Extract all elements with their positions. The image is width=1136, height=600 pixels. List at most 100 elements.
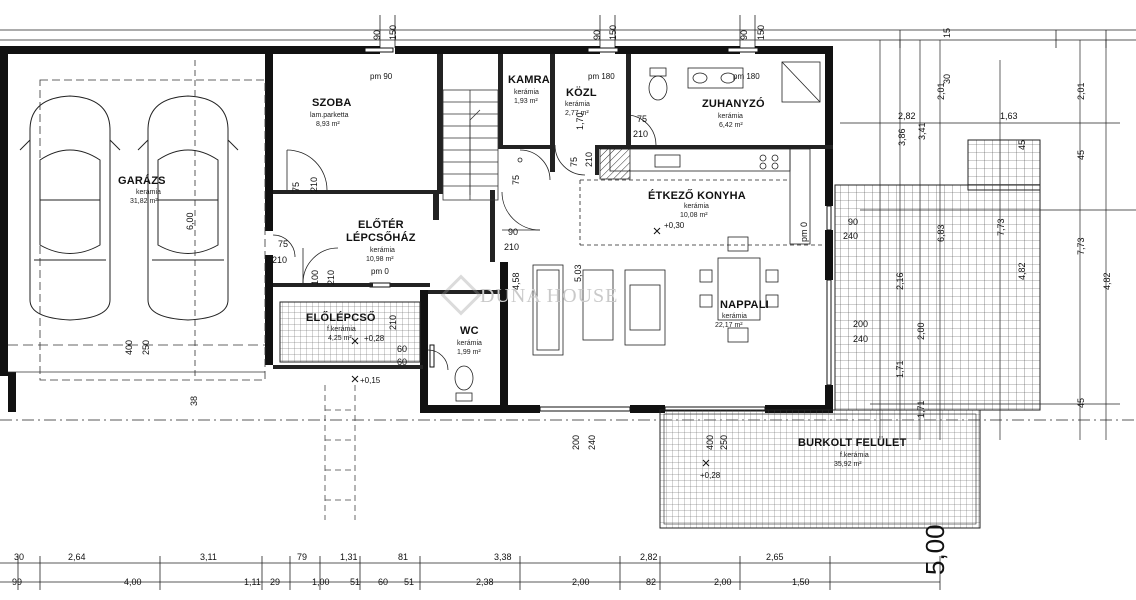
opening-label: 75 bbox=[569, 156, 579, 167]
level-etkezo: +0,30 bbox=[664, 221, 685, 230]
dimension-label: 4,58 bbox=[511, 272, 521, 290]
room-name-szoba: SZOBA bbox=[312, 97, 352, 109]
watermark-text: DUNA HOUSE bbox=[480, 285, 619, 307]
level-elolepcso: +0,28 bbox=[364, 334, 385, 343]
bathroom-fixtures bbox=[454, 61, 821, 402]
bottom-dimension-label: 2,00 bbox=[572, 577, 590, 587]
opening-label: 200 bbox=[571, 434, 581, 450]
staircase-icon bbox=[442, 89, 499, 201]
opening-label: 60 bbox=[397, 357, 408, 367]
right-dimension-label: 30 bbox=[942, 73, 952, 84]
room-material-etkezo: kerámia bbox=[684, 203, 709, 210]
opening-label: 210 bbox=[504, 242, 520, 252]
opening-label: 90 bbox=[508, 227, 519, 237]
opening-label: 75 bbox=[278, 239, 289, 249]
room-name-etkezo: ÉTKEZŐ KONYHA bbox=[648, 190, 746, 202]
opening-label: 210 bbox=[584, 151, 594, 167]
bottom-dimension-label: 82 bbox=[646, 577, 657, 587]
bottom-dimension-label: 2,00 bbox=[714, 577, 732, 587]
terrace-hatch bbox=[279, 139, 1041, 529]
room-material-kozl: kerámia bbox=[565, 101, 590, 108]
room-name-lepcsohaz: LÉPCSŐHÁZ bbox=[346, 232, 416, 244]
bottom-dimension-label: 1,11 bbox=[244, 577, 261, 587]
top-dimension-label: 150 bbox=[388, 24, 398, 40]
right-dimension-label: 2,01 bbox=[1076, 82, 1086, 100]
top-dimension-lines bbox=[0, 15, 1136, 48]
top-dimension-label: 90 bbox=[372, 29, 382, 40]
bottom-dimension-label: 2,82 bbox=[640, 552, 658, 562]
interior-walls bbox=[273, 54, 833, 369]
bottom-dimension-label: 4,00 bbox=[124, 577, 142, 587]
top-dimension-label: 150 bbox=[608, 24, 618, 40]
bottom-dimension-label: 51 bbox=[350, 577, 361, 587]
car-left-icon bbox=[19, 95, 121, 321]
level-terrace: +0,28 bbox=[700, 471, 721, 480]
opening-label: 75 bbox=[637, 114, 648, 124]
right-dimension-label: 1,63 bbox=[1000, 111, 1018, 121]
room-area-szoba: 8,93 m² bbox=[316, 121, 340, 128]
room-material-eloter: kerámia bbox=[370, 247, 395, 254]
right-dimension-label: 45 bbox=[1017, 139, 1027, 150]
bottom-dimension-label: 1,00 bbox=[312, 577, 330, 587]
level-markers bbox=[351, 227, 710, 467]
room-area-wc: 1,99 m² bbox=[457, 349, 481, 356]
room-name-elolepcso: ELŐLÉPCSŐ bbox=[306, 312, 376, 324]
room-material-kamra: kerámia bbox=[514, 89, 539, 96]
room-name-eloter: ELŐTÉR bbox=[358, 219, 404, 231]
room-name-kozl: KÖZL bbox=[566, 87, 597, 99]
door-swings bbox=[272, 114, 657, 371]
room-material-garazs: kerámia bbox=[136, 189, 161, 196]
bottom-dimension-label: 60 bbox=[378, 577, 389, 587]
right-dimension-label: 2,82 bbox=[898, 111, 916, 121]
right-dimension-label: 3,41 bbox=[917, 122, 927, 140]
bottom-dimension-label: 1,31 bbox=[340, 552, 358, 562]
bottom-dimension-label: 81 bbox=[398, 552, 409, 562]
room-name-zuhanyzo: ZUHANYZÓ bbox=[702, 98, 765, 110]
opening-label: 400 bbox=[124, 339, 134, 355]
bottom-dimension-label: 30 bbox=[14, 552, 25, 562]
room-area-elolepcso: 4,25 m² bbox=[328, 335, 352, 342]
kitchen-counter bbox=[579, 148, 825, 246]
opening-label: 240 bbox=[853, 334, 869, 344]
bottom-dimension-label: 3,38 bbox=[494, 552, 512, 562]
room-name-garazs: GARÁZS bbox=[118, 175, 166, 187]
room-name-wc: WC bbox=[460, 325, 479, 337]
watermark-logo bbox=[440, 274, 482, 316]
bottom-dimension-label: 29 bbox=[270, 577, 281, 587]
right-dimension-label: 3,86 bbox=[897, 128, 907, 146]
bottom-dimension-label: 3,11 bbox=[200, 552, 217, 562]
opening-label: 100 bbox=[310, 269, 320, 285]
level-entry: +0,15 bbox=[360, 376, 381, 385]
opening-label: 250 bbox=[141, 339, 151, 355]
room-area-zuhanyzo: 6,42 m² bbox=[719, 122, 743, 129]
entry-path bbox=[324, 385, 356, 520]
opening-label: 60 bbox=[397, 344, 408, 354]
opening-label: 210 bbox=[633, 129, 649, 139]
room-name-burkolt: BURKOLT FELÜLET bbox=[798, 437, 907, 449]
room-name-kamra: KAMRA bbox=[508, 74, 550, 86]
bottom-dimension-label: 99 bbox=[12, 577, 23, 587]
right-dimension-label: 45 bbox=[1076, 149, 1086, 160]
room-material-wc: kerámia bbox=[457, 340, 482, 347]
living-furniture bbox=[532, 236, 779, 356]
exterior-walls bbox=[0, 46, 833, 413]
room-area-kamra: 1,93 m² bbox=[514, 98, 538, 105]
right-dimension-label: 4,82 bbox=[1017, 262, 1027, 280]
opening-label: 210 bbox=[388, 314, 398, 330]
opening-label: 200 bbox=[853, 319, 869, 329]
room-area-nappali: 22,17 m² bbox=[715, 322, 743, 329]
room-area-etkezo: 10,08 m² bbox=[680, 212, 708, 219]
right-dimension-label: 1,71 bbox=[916, 400, 926, 418]
room-area-burkolt: 35,92 m² bbox=[834, 461, 862, 468]
room-area-garazs: 31,82 m² bbox=[130, 198, 158, 205]
top-dimension-label: 90 bbox=[592, 29, 602, 40]
right-dimension-label: 2,16 bbox=[895, 272, 905, 290]
opening-label: 400 bbox=[705, 434, 715, 450]
right-dimension-label: 2,00 bbox=[916, 322, 926, 340]
right-dimension-label: 15 bbox=[942, 27, 952, 38]
bottom-dimension-label: 1,50 bbox=[792, 577, 810, 587]
bottom-dimension-label: 2,38 bbox=[476, 577, 494, 587]
room-material-nappali: kerámia bbox=[722, 313, 747, 320]
parapet-label: pm 0 bbox=[371, 267, 389, 276]
